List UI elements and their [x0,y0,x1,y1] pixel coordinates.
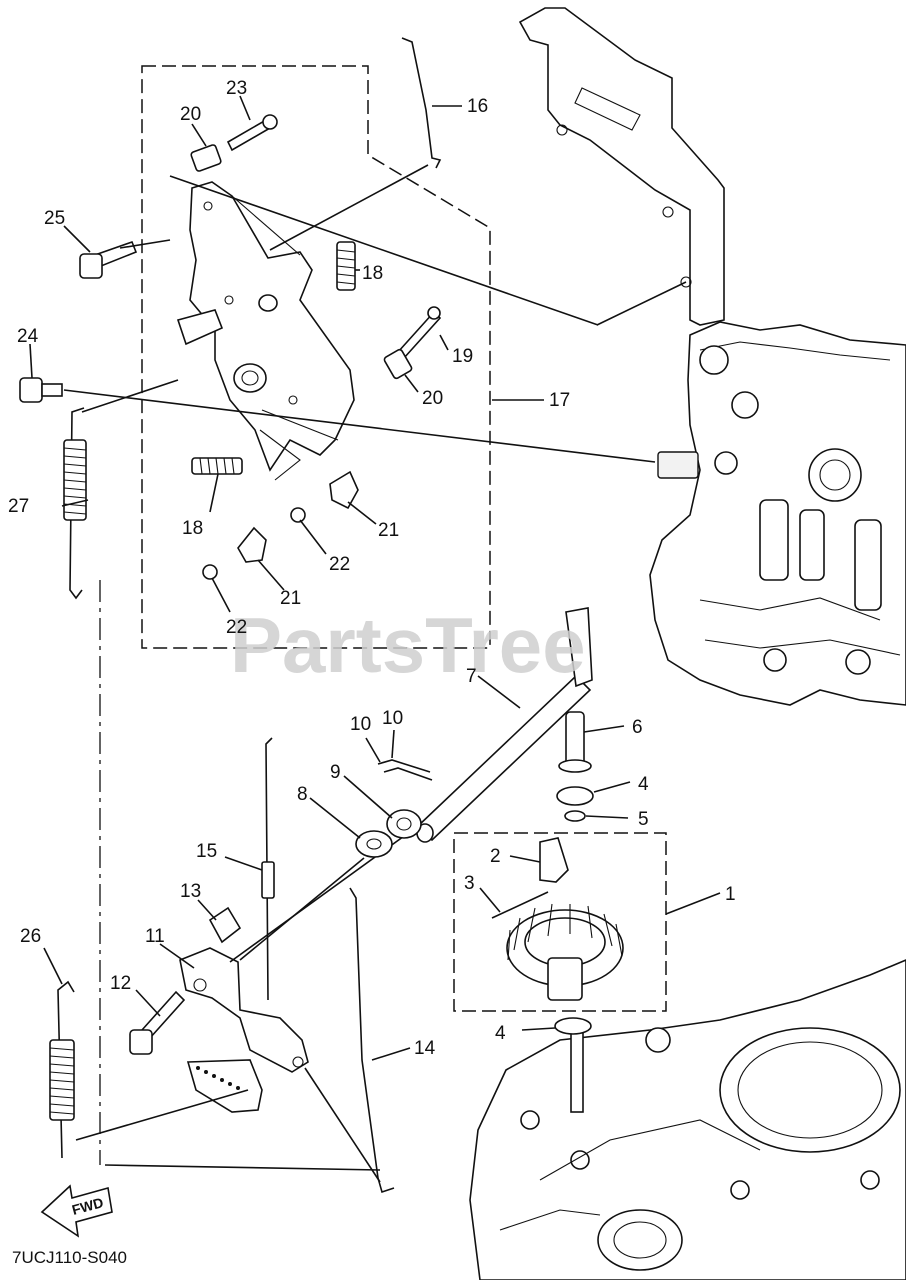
callout-8: 8 [297,784,308,805]
leader-line [75,1089,249,1141]
callout-22-right: 22 [329,554,350,575]
control-lever-assembly [176,181,355,481]
bolt-24 [19,377,63,403]
leader-line [63,389,656,463]
callout-23: 23 [226,78,247,99]
washer-8-hole [366,838,382,850]
callout-25: 25 [44,208,65,229]
callout-18-upper: 18 [362,263,383,284]
callout-6: 6 [632,717,643,738]
leader-line [81,379,179,413]
washer-4-upper [556,786,594,806]
callout-20-upper: 20 [180,104,201,125]
callout-leaders [29,95,721,1061]
callout-5: 5 [638,809,649,830]
callout-21-right: 21 [378,520,399,541]
spring-20-right [383,348,413,380]
spring-rod-26 [49,980,75,1159]
washer-9 [386,809,422,839]
callout-2: 2 [490,846,501,867]
callout-13: 13 [180,881,201,902]
callout-1: 1 [725,884,736,905]
leader-line [169,175,599,326]
governor-pin-3 [491,891,549,919]
bracket-plate [518,7,725,326]
callout-12: 12 [110,973,131,994]
washer-4-lower [554,1017,592,1035]
spring-rod-27 [63,407,87,600]
spring-20-upper [190,144,222,172]
callout-labels: 1 2 3 4 4 5 6 7 8 9 10 10 11 12 13 14 15… [8,78,736,1059]
rod-16 [401,37,442,169]
callout-10-left: 10 [350,714,371,735]
bolt-25 [79,240,138,279]
washer-9-hole [396,817,412,831]
washer-8 [355,830,393,858]
callout-24: 24 [17,326,39,347]
forward-direction-arrow: FWD [40,1184,113,1238]
callout-19: 19 [452,346,473,367]
leader-line [119,239,171,249]
governor-pin-6 [558,711,592,773]
crankcase [469,959,906,1280]
callout-21-left: 21 [280,588,301,609]
spring-18-upper [336,241,356,291]
spring-18-lower [191,457,243,475]
callout-15: 15 [196,841,217,862]
watermark: PartsTree [230,601,586,689]
governor-lever-2 [539,837,569,883]
clamp-21-left [237,526,267,563]
fwd-label: FWD [70,1194,105,1218]
group-box-1 [453,832,667,1012]
callout-17: 17 [549,390,570,411]
lever-11 [179,947,309,1113]
screw-22-right [290,507,306,523]
callout-18-lower: 18 [182,518,203,539]
screw-23 [226,114,278,152]
callout-22-left: 22 [226,617,247,638]
callout-3: 3 [464,873,475,894]
drawing-code: 7UCJ110-S040 [12,1248,127,1267]
group-box-17 [141,65,491,649]
screw-19 [396,306,442,360]
governor-shaft-7 [416,607,593,843]
leader-line [104,1164,381,1171]
spring-15 [261,737,275,1001]
leader-line [269,164,429,251]
clamp-21-right [329,470,359,510]
callout-9: 9 [330,762,341,783]
governor-gear-1 [506,903,624,1001]
callout-20-right: 20 [422,388,443,409]
ring-5 [564,810,586,822]
rod-14 [349,887,395,1194]
callout-11: 11 [145,926,165,947]
callout-16: 16 [467,96,488,117]
governor-shaft [570,1029,584,1113]
leader-line [304,1067,381,1183]
callout-27: 27 [8,496,29,517]
engine-block [649,321,906,706]
callout-4-upper: 4 [638,774,649,795]
callout-26: 26 [20,926,41,947]
callout-4-lower: 4 [495,1023,506,1044]
bolt-12 [129,990,186,1055]
callout-10-right: 10 [382,708,403,729]
clip-13 [208,906,242,944]
pins-10 [377,759,433,781]
callout-14: 14 [414,1038,436,1059]
callout-7: 7 [466,666,477,687]
screw-22-left [202,564,218,580]
